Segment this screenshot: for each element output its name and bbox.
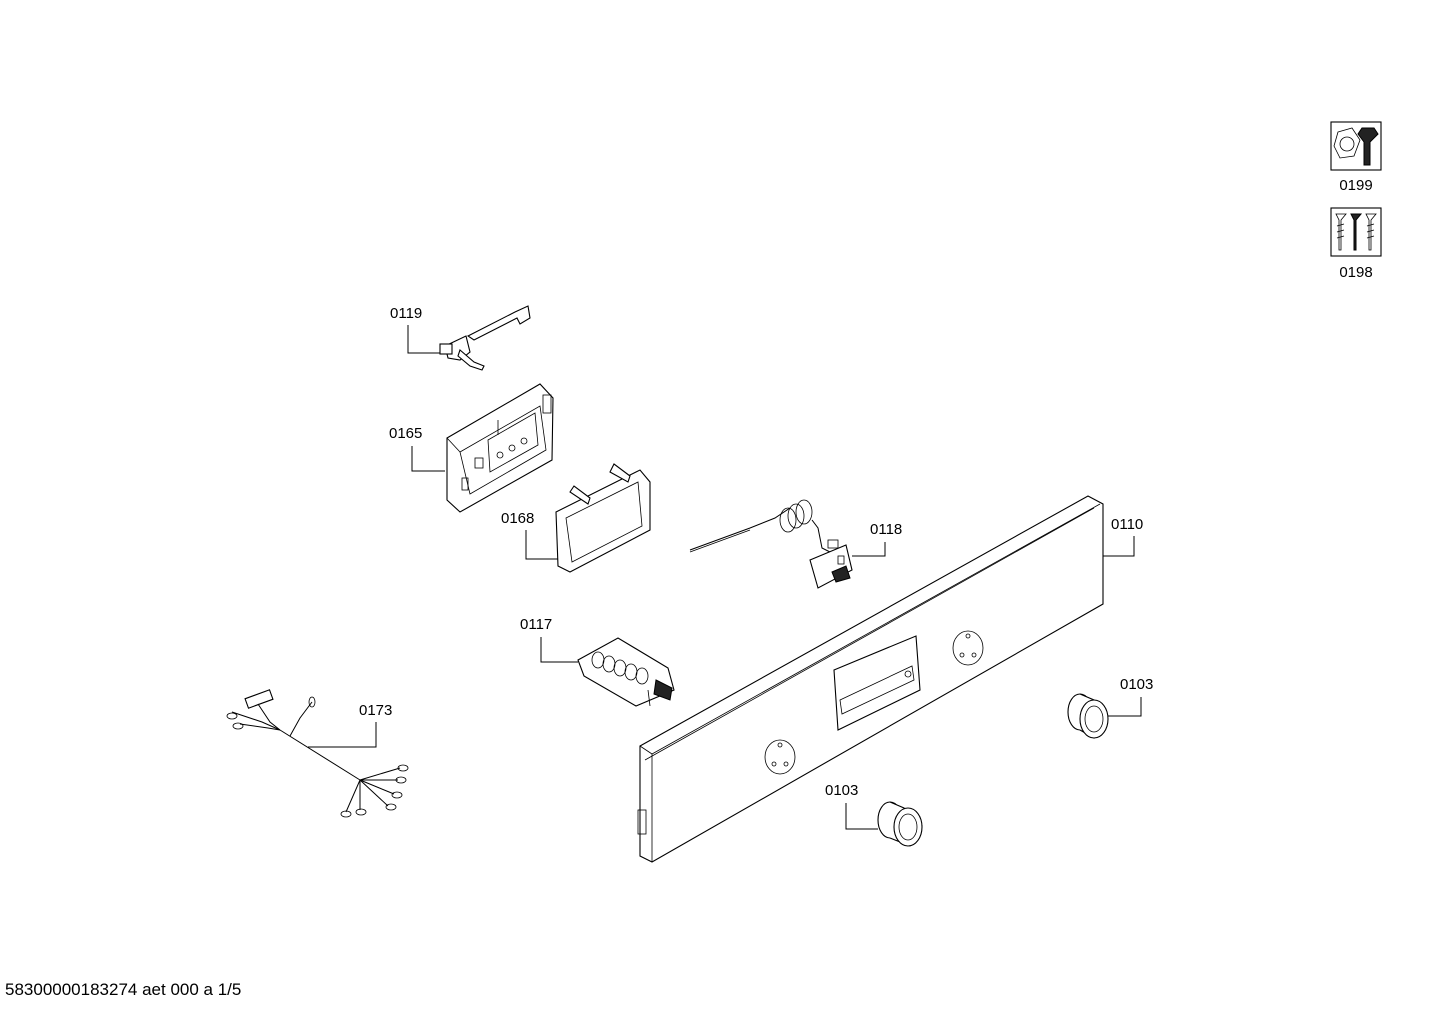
leader-line-0119 (407, 325, 442, 354)
part-label-0110: 0110 (1111, 516, 1143, 533)
part-0103-knob-bottom (877, 801, 923, 847)
part-label-0198: 0198 (1339, 264, 1372, 281)
part-label-0119: 0119 (390, 305, 422, 322)
leader-line-0103-bottom (845, 803, 878, 830)
part-0117-selector-switch (577, 637, 675, 707)
tool-kit-icon (1330, 121, 1382, 171)
leader-line-0110 (1103, 536, 1135, 557)
part-label-0165: 0165 (389, 425, 422, 442)
part-label-0103-bottom: 0103 (825, 782, 858, 799)
part-0118-thermostat (689, 499, 853, 589)
panel-hole-left (764, 739, 796, 775)
part-0173-wiring-harness (226, 689, 409, 818)
part-label-0173: 0173 (359, 702, 392, 719)
leader-line-0173 (308, 722, 377, 748)
leader-line-0103-right (1107, 697, 1142, 717)
leader-line-0118 (852, 542, 886, 557)
part-0168-frame (555, 463, 651, 573)
part-0165-module (446, 383, 554, 513)
part-label-0117: 0117 (520, 616, 552, 633)
part-label-0199: 0199 (1339, 177, 1372, 194)
document-footer: 58300000183274 aet 000 a 1/5 (5, 980, 242, 999)
screws-icon (1330, 207, 1382, 257)
part-label-0103-right: 0103 (1120, 676, 1153, 693)
leader-line-0168 (525, 530, 558, 560)
part-label-0168: 0168 (501, 510, 534, 527)
part-0110-control-panel (637, 495, 1104, 863)
part-0119-bracket (439, 305, 531, 371)
part-label-0118: 0118 (870, 521, 902, 538)
part-0103-knob-right (1067, 693, 1109, 739)
panel-hole-right (952, 630, 984, 666)
leader-line-0165 (411, 446, 445, 472)
leader-line-0117 (540, 637, 578, 663)
